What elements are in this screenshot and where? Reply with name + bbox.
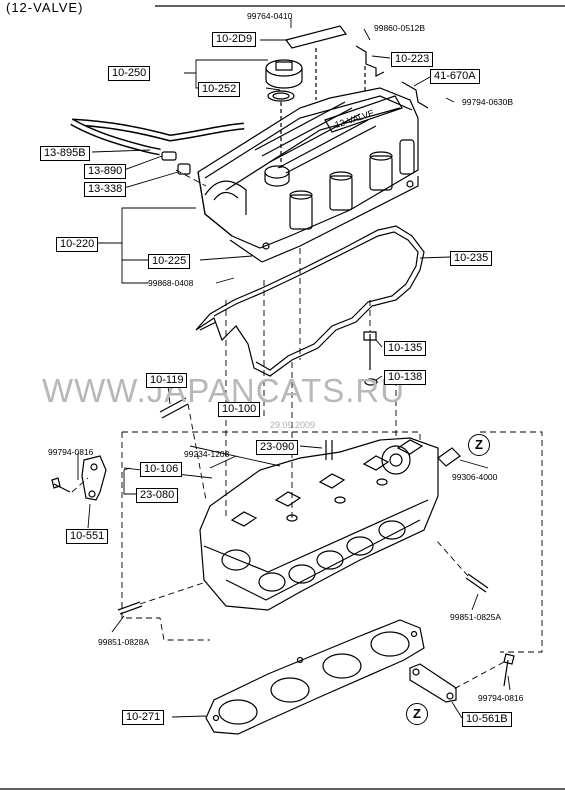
label-10-135[interactable]: 10-135 [384,341,427,356]
partno-99851-0828A[interactable]: 99851-0828A [98,637,150,647]
header-title: (12-VALVE) [6,0,84,15]
label-10-119[interactable]: 10-119 [146,373,188,388]
label-41-670A[interactable]: 41-670A [430,69,480,84]
stud-rear-drawing [465,573,489,593]
cylinder-head-drawing [199,437,439,611]
seal-washer-drawing [364,378,378,386]
label-10-220[interactable]: 10-220 [56,237,99,252]
cable-clip-drawing [401,81,429,109]
label-23-090[interactable]: 23-090 [256,440,299,455]
dowel-drawing [325,440,333,460]
label-10-106[interactable]: 10-106 [140,462,183,477]
partno-99860-0512B[interactable]: 99860-0512B [374,23,426,33]
watermark-date: 29.09.2009 [270,420,316,430]
stud-front-drawing [117,601,143,615]
rear-hook-drawing [409,663,457,703]
oil-cap-drawing [265,59,303,168]
label-10-561B[interactable]: 10-561B [462,712,512,727]
label-10-223[interactable]: 10-223 [391,52,434,67]
hose-fitting-drawing [161,151,177,161]
hook-bolt-rear-drawing [503,653,515,687]
label-13-890[interactable]: 13-890 [84,164,127,179]
head-gasket-drawing [205,619,425,735]
bracket-drawing [355,45,385,77]
label-10-250[interactable]: 10-250 [108,66,151,81]
label-10-225[interactable]: 10-225 [148,254,191,269]
z-marker-lower: Z [406,703,428,725]
partno-99868-0408[interactable]: 99868-0408 [148,278,194,288]
label-23-080[interactable]: 23-080 [136,488,179,503]
sealing-plug-drawing [437,447,461,467]
partno-99234-1208[interactable]: 99234-1208 [184,449,230,459]
hook-bolt-front-drawing [51,477,71,493]
label-10-100[interactable]: 10-100 [218,402,261,417]
label-10-138[interactable]: 10-138 [384,370,427,385]
stud-drawing [159,397,189,419]
label-10-551[interactable]: 10-551 [66,529,109,544]
pcv-valve-drawing [177,163,191,175]
z-marker-upper: Z [468,434,490,456]
label-10-235[interactable]: 10-235 [450,251,493,266]
label-13-338[interactable]: 13-338 [84,182,127,197]
partno-99794-0816-rear[interactable]: 99794-0816 [478,693,524,703]
label-10-271[interactable]: 10-271 [122,710,165,725]
partno-99794-0630B[interactable]: 99794-0630B [462,97,514,107]
partno-99851-0825A[interactable]: 99851-0825A [450,612,502,622]
label-13-895B[interactable]: 13-895B [40,146,90,161]
partno-99306-4000[interactable]: 99306-4000 [452,472,498,482]
nameplate-drawing [284,25,348,49]
partno-99764-0410[interactable]: 99764-0410 [247,11,293,21]
label-10-252[interactable]: 10-252 [198,82,241,97]
front-hook-drawing [81,455,107,501]
valve-cover-drawing [197,87,419,263]
partno-99794-0816-front[interactable]: 99794-0816 [48,447,94,457]
label-10-2D9[interactable]: 10-2D9 [212,32,257,47]
